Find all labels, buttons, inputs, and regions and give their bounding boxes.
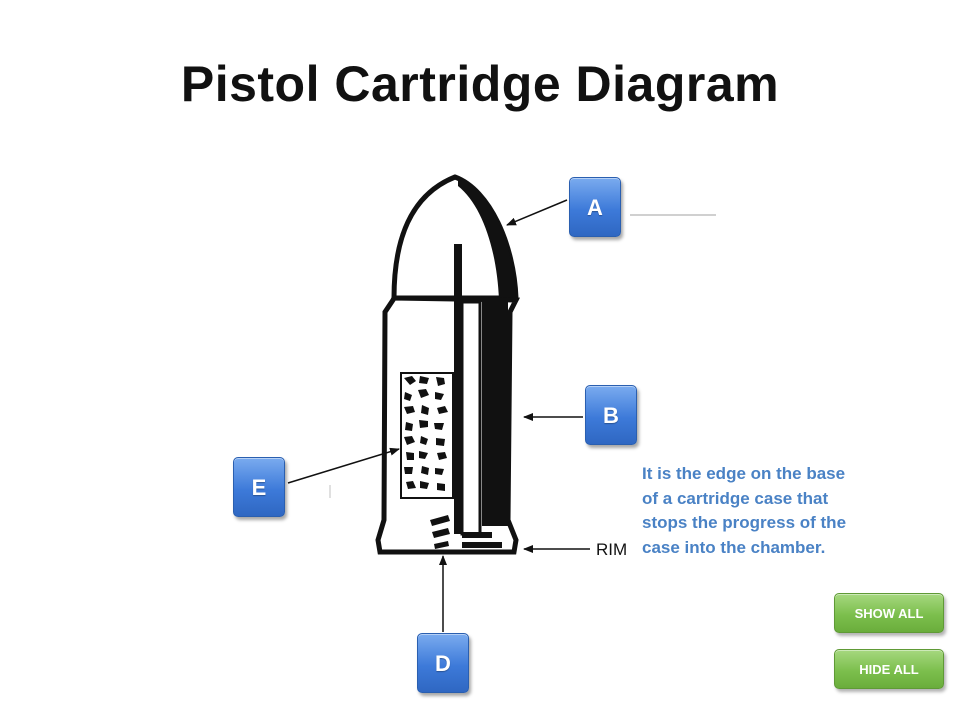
powder-charge: [400, 372, 454, 499]
label-button-d[interactable]: D: [417, 633, 469, 693]
pointer-arrows: [287, 199, 590, 632]
rim-label: RIM: [596, 540, 628, 559]
arrow-a: [506, 199, 568, 226]
label-button-b[interactable]: B: [585, 385, 637, 445]
page-title: Pistol Cartridge Diagram: [180, 56, 780, 112]
show-all-button[interactable]: SHOW ALL: [834, 593, 944, 633]
label-button-a[interactable]: A: [569, 177, 621, 237]
hide-all-button[interactable]: HIDE ALL: [834, 649, 944, 689]
bullet-shading: [458, 176, 516, 300]
rim-description: It is the edge on the base of a cartridg…: [642, 464, 847, 557]
case-right-wall: [482, 300, 508, 526]
case-cutaway-inner: [460, 300, 482, 536]
arrow-e: [287, 447, 400, 484]
case-cutaway-wall: [454, 244, 462, 534]
label-button-e[interactable]: E: [233, 457, 285, 517]
primer-base: [430, 515, 502, 549]
